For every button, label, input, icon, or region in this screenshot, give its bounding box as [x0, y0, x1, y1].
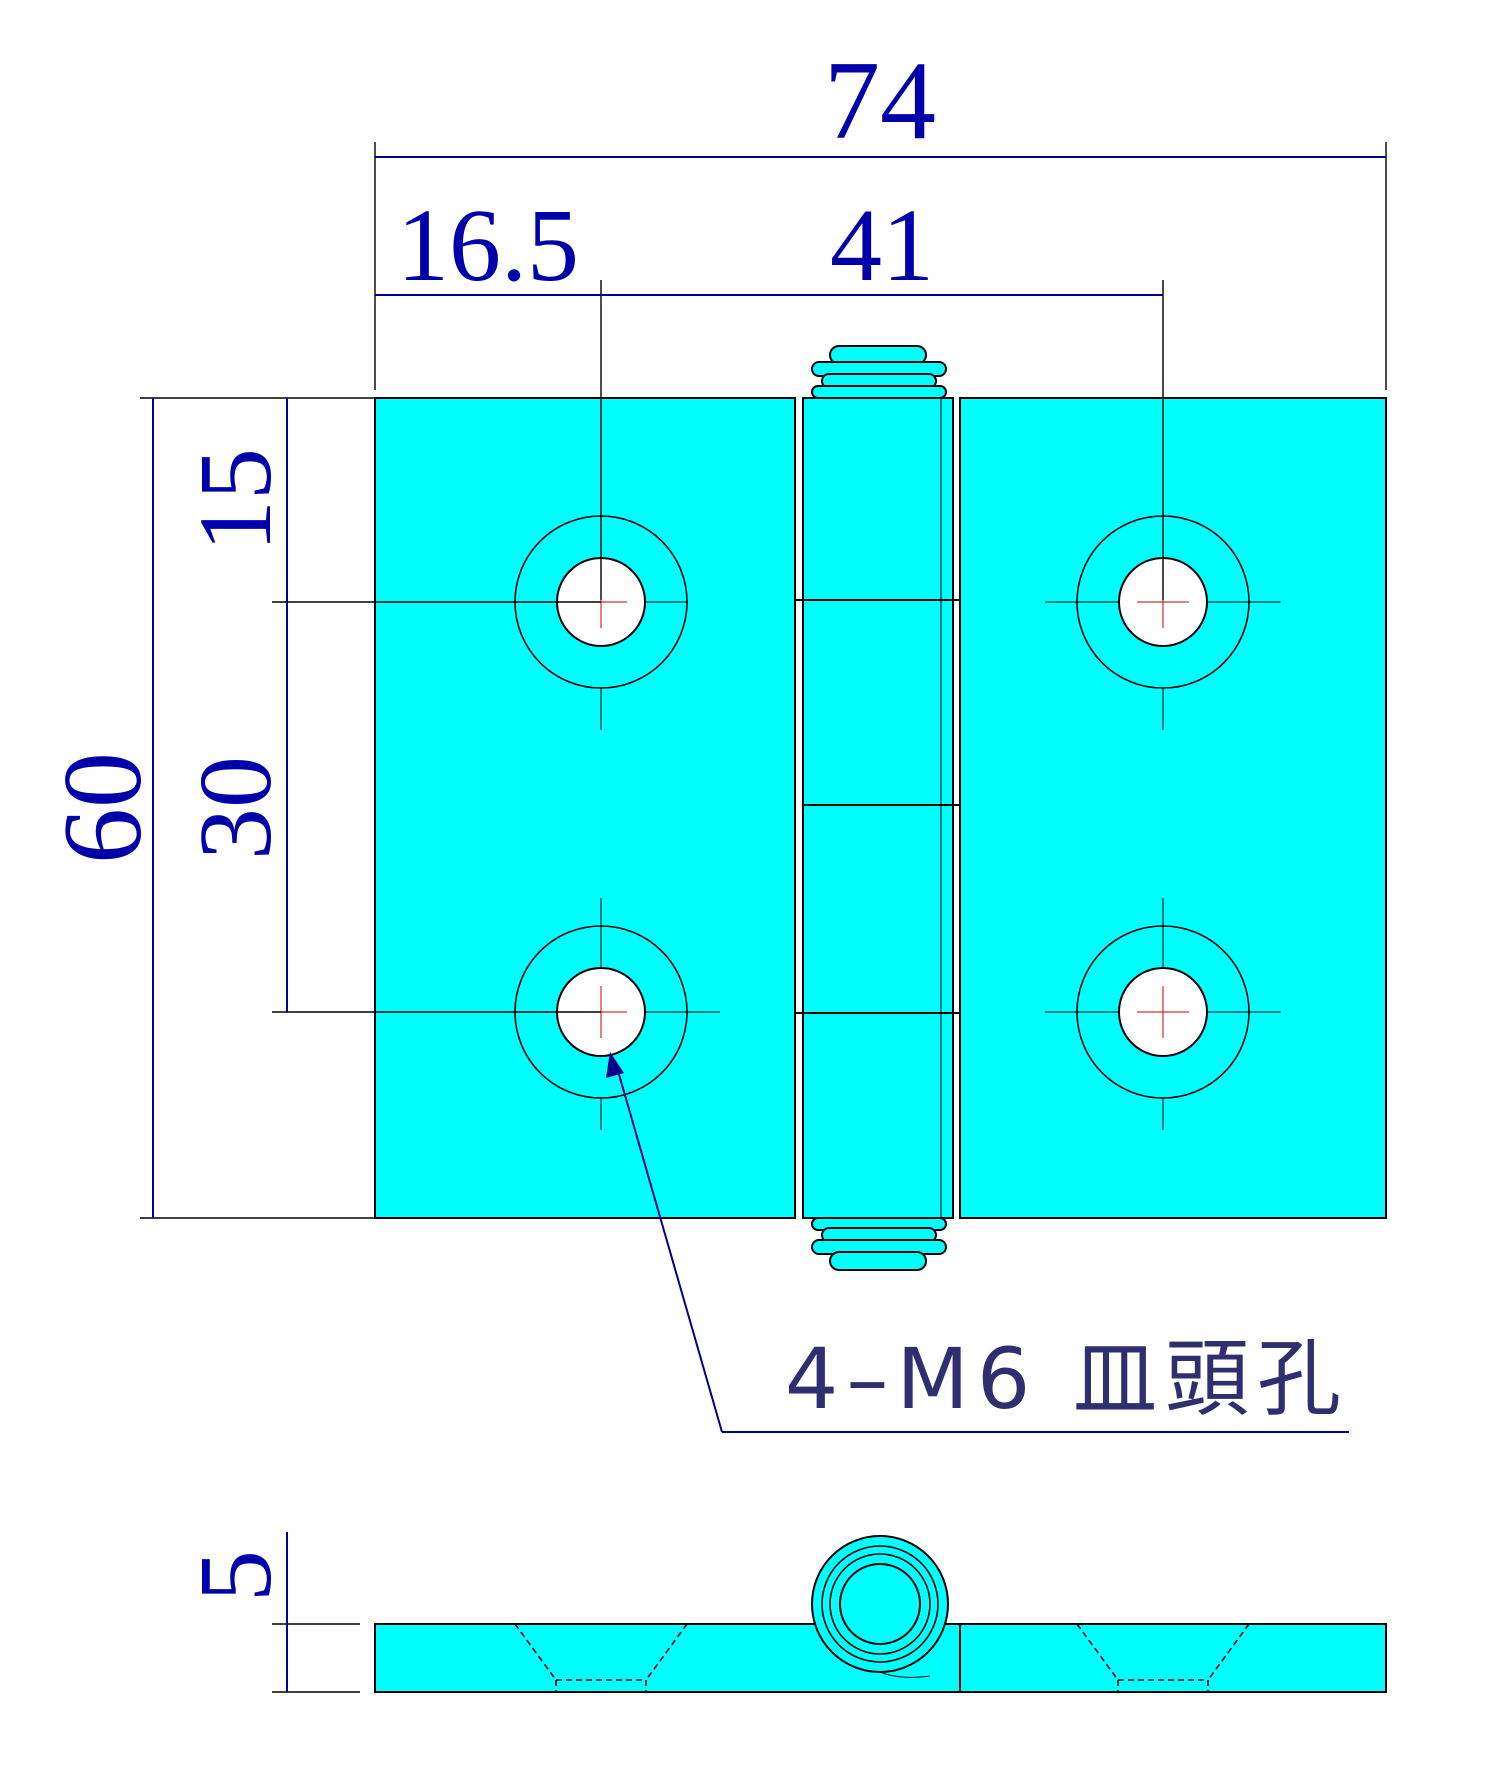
- dim-hole-spacing-vertical-value: 30: [178, 756, 293, 860]
- dimension-hole-spacing-horizontal: 41: [601, 188, 1164, 600]
- callout-arrowhead: [606, 1052, 624, 1078]
- callout-label: 4–M6 皿頭孔: [785, 1330, 1349, 1428]
- left-leaf: [374, 397, 796, 1219]
- dimension-left-edge-to-hole: 16.5: [375, 188, 602, 600]
- knuckle: [794, 397, 961, 1219]
- front-view: [374, 345, 1387, 1271]
- dimension-hole-spacing-vertical: 30: [178, 602, 601, 1013]
- countersink-left: [514, 1623, 688, 1692]
- dim-overall-width-value: 74: [824, 39, 936, 163]
- side-view: 5: [178, 1532, 1387, 1693]
- pin-cap-bottom: [811, 1217, 947, 1271]
- dim-top-edge-to-hole-value: 15: [178, 448, 293, 552]
- dimension-overall-width: 74: [374, 39, 1387, 390]
- dim-left-edge-to-hole-value: 16.5: [397, 188, 579, 303]
- dim-thickness-value: 5: [178, 1550, 293, 1602]
- hole-top-right: [1045, 515, 1281, 730]
- right-leaf: [959, 397, 1387, 1219]
- hole-callout: 4–M6 皿頭孔: [606, 1052, 1349, 1433]
- dimension-top-edge-to-hole: 15: [178, 398, 601, 603]
- dim-overall-height-value: 60: [41, 752, 165, 864]
- countersink-right: [1076, 1623, 1250, 1692]
- dimension-thickness: 5: [178, 1532, 360, 1693]
- dim-hole-spacing-horizontal-value: 41: [830, 188, 934, 303]
- hole-bottom-right: [1045, 898, 1281, 1130]
- pin-cap-top: [811, 345, 947, 399]
- dimension-overall-height: 60: [41, 397, 430, 1219]
